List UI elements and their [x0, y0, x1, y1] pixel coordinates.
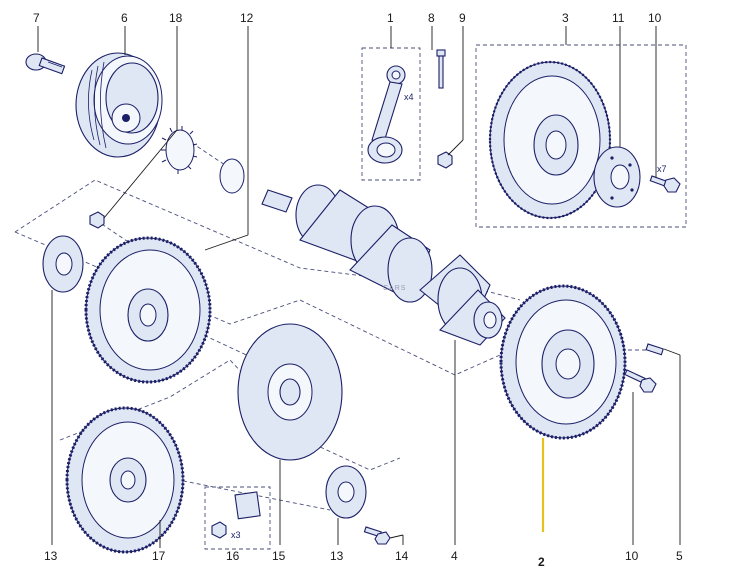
callout-8: 8: [428, 11, 435, 25]
part-8-rod-bolt: [436, 49, 446, 89]
qty-label-rod: x4: [404, 92, 414, 102]
part-2-flywheel-highlighted[interactable]: [499, 284, 627, 440]
part-14-bolt: [363, 526, 391, 545]
part-9b-nut-left: [89, 211, 105, 229]
assembly-outline-upper: [14, 179, 521, 301]
qty-label-bolts: x7: [657, 164, 667, 174]
part-3-flywheel: [488, 60, 612, 220]
part-15-friction-disc: [237, 323, 343, 461]
callout-10-top: 10: [648, 11, 662, 25]
callout-10-lower: 10: [625, 549, 639, 563]
part-12-dual-mass-flywheel: [84, 236, 212, 384]
callout-4: 4: [451, 549, 458, 563]
callout-7: 7: [33, 11, 40, 25]
qty-label-kit: x3: [231, 530, 241, 540]
flywheel-group-box: [475, 44, 687, 228]
callout-1: 1: [387, 11, 394, 25]
callout-2: 2: [538, 555, 545, 569]
part-13-washer-left: [42, 235, 84, 293]
callout-17: 17: [152, 549, 166, 563]
part-16-bolt-kit: [211, 491, 261, 539]
callout-3: 3: [562, 11, 569, 25]
callout-11: 11: [612, 11, 625, 25]
callout-13-lower: 13: [330, 549, 344, 563]
part-10-flywheel-bolt-top: [649, 175, 681, 193]
callout-13-left: 13: [44, 549, 58, 563]
part-18-timing-sprocket: [161, 126, 245, 194]
part-9-rod-nut: [437, 151, 453, 169]
part-13-washer-lower: [325, 465, 367, 519]
leader-lines: [37, 26, 681, 548]
part-1-connecting-rod: [367, 65, 406, 164]
callout-16: 16: [226, 549, 240, 563]
callout-9: 9: [459, 11, 466, 25]
part-10-flywheel-bolt-lower: [624, 369, 657, 393]
assembly-axis-4: [179, 134, 241, 176]
callout-18: 18: [169, 11, 183, 25]
callout-5: 5: [676, 549, 683, 563]
part-5-dowel-pin: [645, 343, 664, 356]
part-4-crankshaft: [261, 184, 506, 346]
part-11-flywheel-washer: [593, 146, 641, 208]
callout-15: 15: [272, 549, 286, 563]
part-17-flywheel-lower: [65, 406, 185, 554]
callout-14: 14: [395, 549, 409, 563]
assembly-axis-2: [127, 469, 331, 511]
part-7-pulley-bolt: [25, 53, 66, 75]
callout-12: 12: [240, 11, 254, 25]
watermark: CARS: [383, 285, 406, 292]
callout-numbers: 7 6 18 12 1 8 9 3 11 10 13 17 16 15 13 1…: [33, 11, 683, 569]
callout-6: 6: [121, 11, 128, 25]
assembly-outline-lower: [59, 359, 401, 471]
part-6-crankshaft-pulley: [75, 52, 163, 158]
